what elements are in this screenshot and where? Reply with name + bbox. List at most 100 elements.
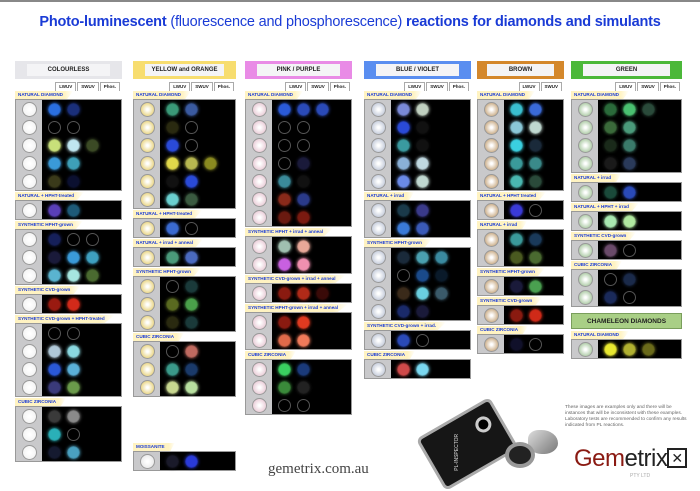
gem-thumbnail (370, 361, 386, 377)
uv-reaction (48, 427, 61, 441)
uv-tab[interactable]: Phos. (448, 82, 469, 91)
uv-tab[interactable]: Phos. (329, 82, 350, 91)
glow-row (272, 255, 351, 273)
uv-tab[interactable]: LWUV (404, 82, 426, 91)
uv-reaction (397, 250, 410, 264)
glow-row (504, 248, 563, 266)
uv-reaction (397, 156, 410, 170)
column-title: YELLOW and ORANGE (144, 64, 225, 76)
section-label: SYNTHETIC HPHT-grown (15, 221, 122, 229)
moissanite-section: MOISSANITE (133, 443, 236, 472)
gem-thumbnail (21, 343, 37, 359)
uv-tab[interactable]: LWUV (55, 82, 77, 91)
uv-reaction (166, 221, 179, 235)
glow-row (42, 324, 121, 342)
glow-row (160, 172, 235, 190)
thumbnail-row (16, 443, 42, 461)
uv-panel (42, 295, 121, 313)
gem-thumbnail (577, 155, 593, 171)
gem-thumbnail (483, 278, 499, 294)
uv-tab[interactable]: LWUV (285, 82, 307, 91)
thumbnail-row (134, 248, 160, 266)
gem-section (364, 330, 471, 350)
gem-thumbnail (21, 296, 37, 312)
uv-tab[interactable]: Phos. (659, 82, 680, 91)
section-label: SYNTHETIC CVD-grown (15, 286, 122, 294)
glow-row (391, 172, 470, 190)
uv-panel (272, 100, 351, 226)
thumbnail-row (134, 118, 160, 136)
uv-tab[interactable]: Phos. (99, 82, 120, 91)
gem-thumbnail (251, 173, 267, 189)
uv-reaction (510, 250, 523, 264)
uv-panel (598, 100, 681, 172)
thumbnail-row (16, 118, 42, 136)
uv-reaction (48, 445, 61, 459)
website-link[interactable]: gemetrix.com.au (268, 461, 369, 477)
glow-row (504, 118, 563, 136)
disclaimer-note: These images are examples only and there… (565, 405, 687, 428)
glow-row (160, 219, 235, 237)
lens-icon (472, 413, 495, 436)
section-label: SYNTHETIC HPHT-grown (477, 268, 564, 276)
glow-row (504, 306, 563, 324)
thumbnail-row (16, 136, 42, 154)
uv-tab[interactable]: LWUV (518, 82, 540, 91)
gem-section (133, 276, 236, 332)
uv-reaction (397, 268, 410, 282)
gem-thumbnail (21, 361, 37, 377)
uv-tab[interactable]: SWUV (77, 82, 99, 91)
uv-reaction (48, 297, 61, 311)
uv-tab[interactable]: Phos. (213, 82, 234, 91)
uv-tab[interactable]: LWUV (615, 82, 637, 91)
thumbnail-row (572, 100, 598, 118)
gem-thumbnail (370, 119, 386, 135)
gem-thumbnail (21, 202, 37, 218)
uv-reaction (397, 138, 410, 152)
uv-tab[interactable]: LWUV (169, 82, 191, 91)
uv-panel (598, 241, 681, 259)
gem-section (245, 312, 352, 350)
section-label: NATURAL + HPHT-treated (133, 210, 236, 218)
thumbnail-column (246, 100, 272, 226)
uv-reaction (529, 232, 542, 246)
gem-thumbnail (577, 213, 593, 229)
uv-reaction (278, 192, 291, 206)
uv-panel (272, 313, 351, 349)
uv-reaction (529, 156, 542, 170)
glow-row (160, 378, 235, 396)
gem-thumbnail (21, 325, 37, 341)
section-label-text: MOISSANITE (133, 443, 175, 451)
uv-reaction (623, 156, 636, 170)
thumbnail-row (246, 190, 272, 208)
glow-row (391, 248, 470, 266)
uv-tab[interactable]: SWUV (191, 82, 213, 91)
uv-reaction (185, 279, 198, 293)
glow-row (391, 136, 470, 154)
uv-reaction (166, 192, 179, 206)
uv-tab[interactable]: SWUV (637, 82, 659, 91)
section-label: NATURAL + irrad + anneal (133, 239, 236, 247)
glow-row (272, 118, 351, 136)
column-header: YELLOW and ORANGE (133, 61, 236, 79)
thumbnail-row (16, 324, 42, 342)
thumbnail-column (365, 201, 391, 237)
uv-tab[interactable]: SWUV (307, 82, 329, 91)
uv-reaction (48, 344, 61, 358)
glow-row (42, 248, 121, 266)
gem-thumbnail (251, 256, 267, 272)
uv-reaction (397, 120, 410, 134)
uv-reaction (297, 315, 310, 329)
uv-panel (598, 340, 681, 358)
thumbnail-row (246, 136, 272, 154)
uv-reaction (416, 221, 429, 235)
uv-tab[interactable]: SWUV (426, 82, 448, 91)
uv-panel (160, 342, 235, 396)
section-label: CUBIC ZIRCONIA (15, 398, 122, 406)
uv-reaction (297, 398, 310, 412)
column-title: GREEN (583, 64, 670, 76)
glow-row (160, 360, 235, 378)
uv-reaction (166, 297, 179, 311)
uv-tab[interactable]: SWUV (540, 82, 562, 91)
glow-row (598, 288, 681, 306)
